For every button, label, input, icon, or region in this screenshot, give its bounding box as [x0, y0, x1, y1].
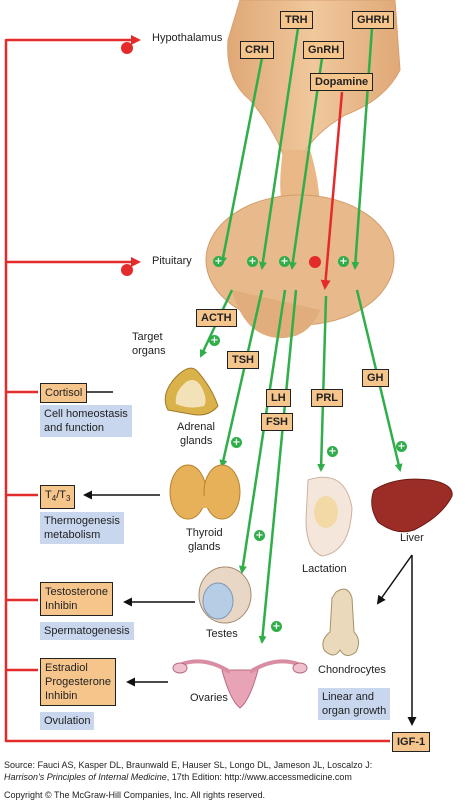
source-line-2: Harrison's Principles of Internal Medici… [4, 772, 352, 782]
label-target-organs-2: organs [132, 345, 166, 357]
arrow-liver-to-bone [376, 554, 413, 605]
effect-ovulation: Ovulation [40, 712, 95, 730]
hormone-gnrh: GnRH [303, 41, 345, 59]
arrow-gnrh [288, 57, 324, 270]
label-target-organs-1: Target [132, 331, 163, 343]
output-t4-t3: T4/T3 [40, 485, 76, 510]
adrenal-gland-illustration [164, 367, 219, 416]
stimulation-icon: + [247, 256, 258, 267]
inhibit-dot-dopamine [309, 256, 321, 268]
hormone-crh: CRH [240, 41, 274, 59]
label-ovaries: Ovaries [190, 692, 228, 704]
hormone-fsh: FSH [261, 413, 293, 431]
arrow-crh [219, 57, 264, 265]
label-thyroid-2: glands [188, 541, 221, 553]
output-estradiol-progesterone-inhibin: Estradiol Progesterone Inhibin [40, 658, 117, 706]
label-chondrocytes: Chondrocytes [318, 664, 386, 676]
inhibit-dot-hypothalamus [121, 42, 133, 54]
stimulation-icon: + [231, 437, 242, 448]
arrow-trh [258, 27, 300, 270]
hormone-acth: ACTH [196, 309, 237, 327]
output-cortisol: Cortisol [40, 383, 88, 403]
source-line-1: Source: Fauci AS, Kasper DL, Braunwald E… [4, 760, 373, 770]
hormone-prl: PRL [311, 389, 343, 407]
arrow-ghrh [351, 27, 374, 270]
arrow-dopamine [320, 91, 344, 290]
pituitary-stalk [280, 150, 320, 205]
label-hypothalamus: Hypothalamus [152, 32, 223, 44]
label-pituitary: Pituitary [152, 255, 192, 267]
hormone-trh: TRH [280, 11, 313, 29]
stimulation-icon: + [209, 335, 220, 346]
stimulation-icon: + [254, 530, 265, 541]
hormone-ghrh: GHRH [352, 11, 395, 29]
effect-linear-organ-growth: Linear and organ growth [318, 688, 391, 720]
label-testes: Testes [206, 628, 238, 640]
hormone-tsh: TSH [227, 351, 259, 369]
stimulation-icon: + [327, 446, 338, 457]
effect-thermogenesis: Thermogenesis metabolism [40, 512, 124, 544]
arrow-fsh [258, 289, 298, 644]
breast-illustration [305, 476, 353, 557]
inhibit-dot-pituitary [121, 264, 133, 276]
label-lactation: Lactation [302, 563, 347, 575]
hormone-dopamine: Dopamine [310, 73, 374, 91]
hormone-lh: LH [266, 389, 291, 407]
thyroid-illustration [169, 464, 241, 520]
copyright-line: Copyright © The McGraw-Hill Companies, I… [4, 790, 266, 800]
effect-spermatogenesis: Spermatogenesis [40, 622, 134, 640]
label-adrenal-2: glands [180, 435, 213, 447]
arrow-prl [317, 295, 328, 472]
output-igf1: IGF-1 [392, 732, 431, 752]
feedback-bus [4, 35, 390, 743]
label-liver: Liver [400, 532, 424, 544]
label-adrenal-1: Adrenal [177, 421, 215, 433]
effect-cell-homeostasis: Cell homeostasis and function [40, 405, 132, 437]
stimulation-icon: + [213, 256, 224, 267]
testes-illustration [198, 566, 252, 624]
arrow-lh [238, 289, 287, 574]
arrow-tsh [219, 289, 264, 468]
stimulation-icon: + [338, 256, 349, 267]
stimulation-icon: + [271, 621, 282, 632]
liver-illustration [371, 478, 453, 533]
bone-illustration [322, 588, 360, 656]
label-thyroid-1: Thyroid [186, 527, 223, 539]
hormone-gh: GH [362, 369, 389, 387]
stimulation-icon: + [279, 256, 290, 267]
ovaries-illustration [172, 659, 308, 709]
output-testosterone-inhibin: Testosterone Inhibin [40, 582, 113, 616]
stimulation-icon: + [396, 441, 407, 452]
